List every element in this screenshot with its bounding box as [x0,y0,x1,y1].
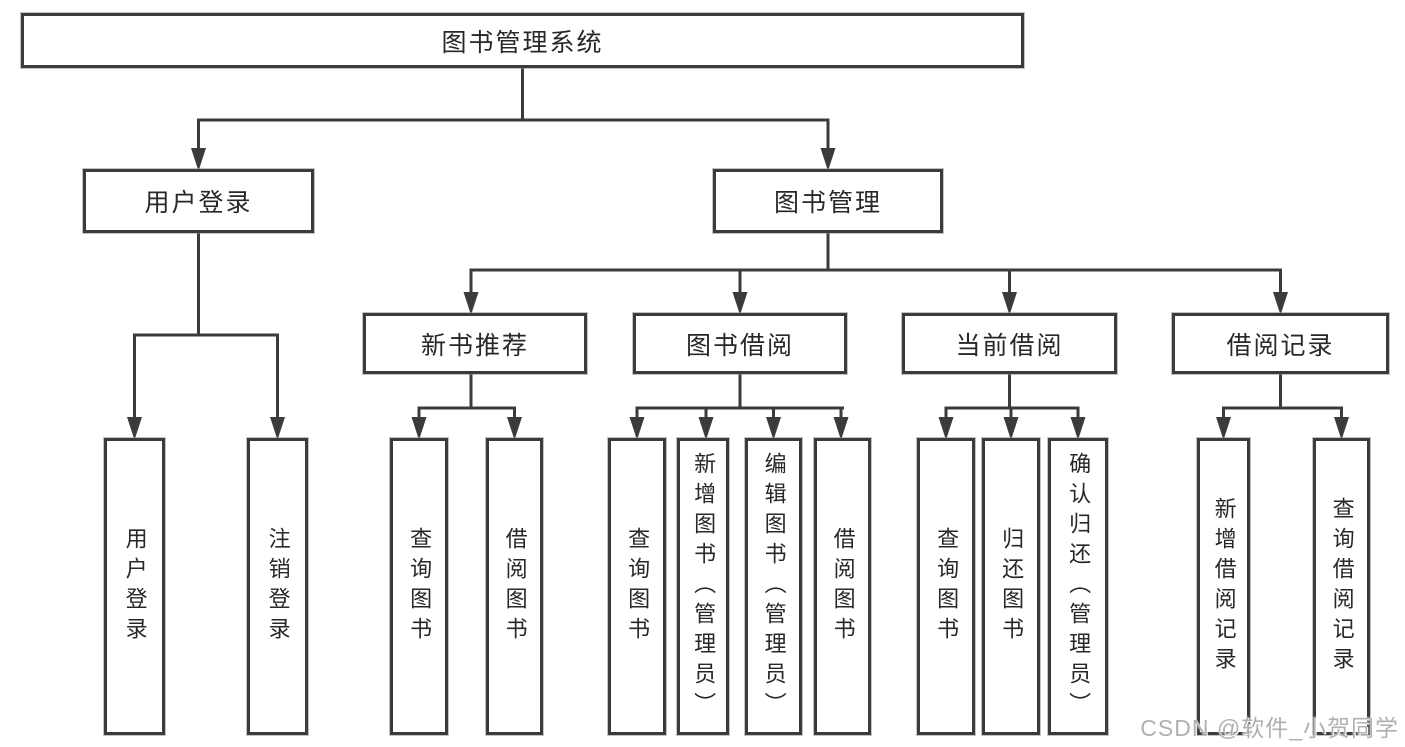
arrowhead-down-icon [191,148,206,171]
leaf-add-book-admin: 新增图书（管理员） [677,438,729,735]
arrowhead-down-icon [463,292,479,315]
arrowhead-down-icon [507,417,522,440]
arrowhead-down-icon [629,417,645,440]
node-book-management: 图书管理 [713,169,943,233]
arrowhead-down-icon [938,417,954,440]
arrowhead-down-icon [1216,417,1231,440]
arrowhead-down-icon [1334,417,1349,440]
arrowhead-down-icon [411,417,427,440]
arrowhead-down-icon [1273,292,1288,315]
leaf-confirm-return-admin: 确认归还（管理员） [1048,438,1108,735]
arrowhead-down-icon [820,148,836,171]
arrowhead-down-icon [1003,417,1019,440]
leaf-logout: 注销登录 [247,438,308,735]
leaf-return-books: 归还图书 [982,438,1040,735]
watermark: CSDN @软件_小贺同学 [1140,715,1399,741]
leaf-user-login: 用户登录 [104,438,165,735]
node-user-login: 用户登录 [83,169,314,233]
arrowhead-down-icon [1070,417,1086,440]
leaf-query-borrow-record: 查询借阅记录 [1313,438,1370,735]
node-borrowing-records: 借阅记录 [1172,313,1389,374]
arrowhead-down-icon [698,417,714,440]
arrowhead-down-icon [766,417,781,440]
arrowhead-down-icon [833,417,849,440]
leaf-add-borrow-record: 新增借阅记录 [1197,438,1250,735]
leaf-borrow-books: 借阅图书 [814,438,871,735]
leaf-query-books-rec: 查询图书 [390,438,448,735]
leaf-borrow-books-rec: 借阅图书 [486,438,543,735]
node-book-borrowing: 图书借阅 [633,313,847,374]
node-current-borrowing: 当前借阅 [902,313,1117,374]
node-new-book-recommendation: 新书推荐 [363,313,587,374]
node-library-system: 图书管理系统 [21,13,1024,68]
leaf-edit-book-admin: 编辑图书（管理员） [745,438,802,735]
arrowhead-down-icon [127,417,142,440]
arrowhead-down-icon [1002,292,1017,315]
leaf-query-books-borrow: 查询图书 [608,438,666,735]
arrowhead-down-icon [270,417,285,440]
arrowhead-down-icon [732,292,748,315]
leaf-query-books-current: 查询图书 [917,438,975,735]
